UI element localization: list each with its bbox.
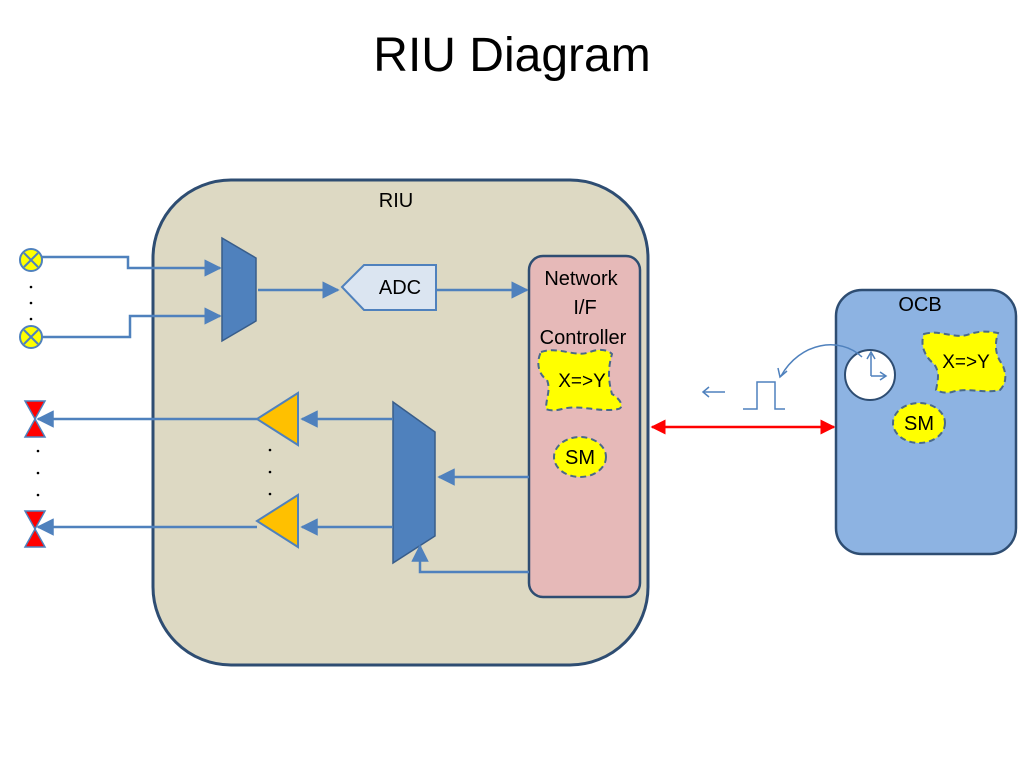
ocb-state-machine-label: SM [904,413,934,435]
ocb-transform-label: X=>Y [942,352,990,373]
riu-state-machine-label: SM [565,447,595,469]
sensor-ellipsis [29,285,33,321]
adc-block: ADC [340,264,437,311]
ocb-label: OCB [898,294,941,316]
pulse-direction-arrowhead [701,386,710,398]
amplifier-icon [255,493,299,549]
output-multiplexer [392,400,436,565]
controller-to-mux-select-line [411,544,529,574]
clock-signal-arrowhead [777,367,788,379]
network-controller-label-line3: Controller [540,327,627,349]
sensor-icon [19,325,43,349]
riu-transform-shape [537,348,623,412]
actuator-icon [23,510,47,548]
amplifier-icon [255,391,299,447]
network-controller-label-line1: Network [544,268,618,290]
sensor-icon [19,248,43,272]
ocb-transform-shape [921,330,1007,394]
clock-icon [844,349,896,401]
clock-signal-curve [780,344,863,377]
input-multiplexer [221,236,257,343]
input-line [42,255,222,277]
riu-state-machine-bubble [553,436,607,478]
riu-label: RIU [379,190,413,212]
riu-transform-label: X=>Y [558,371,606,392]
network-controller-box [527,254,642,599]
actuator-icon [23,400,47,438]
adc-label: ADC [379,277,421,299]
actuator-ellipsis [36,449,40,497]
network-controller-label-line2: I/F [573,297,596,319]
pulse-waveform [743,381,785,410]
ocb-state-machine-bubble [892,402,946,444]
amplifier-ellipsis [268,448,272,496]
input-line [42,307,222,339]
slide-title: RIU Diagram [373,29,651,82]
